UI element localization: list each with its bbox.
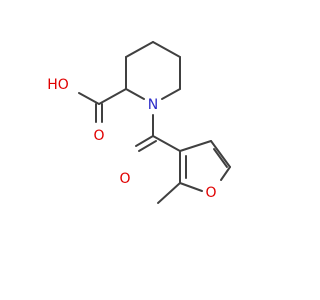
carboxylic-acid-group: HO O: [47, 77, 127, 144]
bond-c4f-c5f: [210, 140, 231, 168]
bond-c4-c5: [125, 41, 154, 58]
bond-c7-n: [161, 88, 181, 100]
bond-c2f-methyl: [157, 182, 181, 204]
canvas-background: [0, 0, 300, 300]
bond-o-c2f: [179, 182, 203, 192]
ring-nitrogen-label: N: [148, 97, 158, 113]
furan-oxygen-label: O: [205, 185, 216, 201]
furan-ring: O: [157, 140, 231, 204]
molecule-structure: HO O N O O: [0, 0, 300, 300]
carbonyl-oxygen-label: O: [119, 171, 130, 187]
bond-carbonyl-double-a: [135, 135, 154, 147]
bond-c3f-c4f: [179, 140, 212, 152]
amide-carbonyl-group: O: [119, 114, 181, 187]
bond-carbonyl-double-b: [138, 140, 157, 152]
bond-n-c2: [125, 88, 145, 100]
bond-c5f-o: [220, 166, 231, 181]
bond-carboxyl-c-oh: [78, 92, 100, 105]
bond-carbonyl-c-furan: [152, 135, 181, 152]
carboxyl-oxygen-label: O: [93, 128, 104, 144]
bond-c5-c6: [152, 41, 181, 58]
bond-c2-carboxyl-c: [98, 88, 127, 105]
piperidine-ring: [125, 41, 181, 100]
bond-c4f-c5f-inner: [213, 148, 228, 168]
hydroxyl-label: HO: [47, 77, 69, 93]
